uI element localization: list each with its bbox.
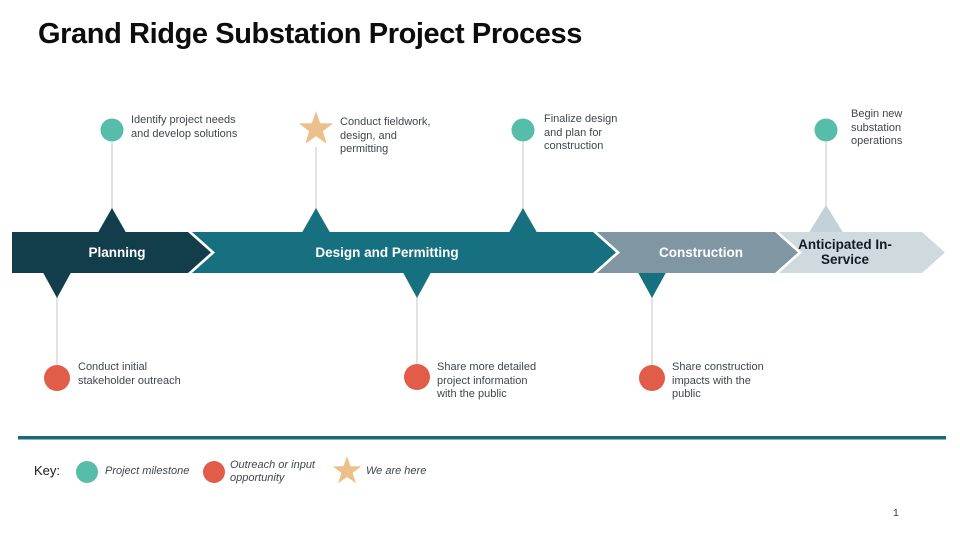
pointer-down-triangle-construction [638, 272, 666, 298]
pointer-up-triangle-planning [98, 208, 126, 233]
outreach-label-detailed-info: Share more detailed project information … [437, 361, 537, 400]
milestone-dot [814, 118, 838, 142]
milestone-label-begin-operations: Begin new substation operations [851, 108, 903, 147]
phase-label-in-service: Anticipated In-Service [798, 237, 892, 267]
outreach-label-initial-outreach: Conduct initial stakeholder outreach [78, 361, 181, 387]
connector-lines [56, 142, 827, 366]
outreach-label-construction-impacts: Share construction impacts with the publ… [672, 361, 764, 400]
we-are-here-star-icon [298, 111, 334, 144]
outreach-dot [639, 365, 665, 391]
key-outreach-dot [203, 461, 225, 483]
phase-label-planning: Planning [88, 245, 146, 260]
milestone-dot [100, 118, 124, 142]
phase-arrow-planning [12, 232, 211, 273]
phase-arrow-design-permitting [192, 232, 616, 273]
pointer-up-triangle-design [302, 208, 330, 233]
pointer-down-triangle-design [403, 272, 431, 298]
pointer-down-triangle-planning [43, 272, 71, 298]
key-label-we-are-here: We are here [366, 465, 427, 477]
outreach-dot [404, 364, 430, 390]
key-label-project-milestone: Project milestone [105, 465, 190, 477]
milestone-dot [511, 118, 535, 142]
phase-arrow-construction [597, 232, 798, 273]
divider-line [18, 436, 946, 440]
pointer-up-triangle-inservice [809, 205, 843, 233]
key-milestone-dot [76, 461, 98, 483]
milestone-label-finalize-design: Finalize design and plan for constructio… [544, 113, 618, 152]
phase-label-design-permitting: Design and Permitting [315, 245, 459, 260]
key-title: Key: [34, 463, 61, 478]
page-title: Grand Ridge Substation Project Process [38, 18, 582, 50]
milestone-label-identify-needs: Identify project needs and develop solut… [131, 114, 238, 140]
key-star-icon [332, 456, 362, 484]
key-label-outreach-opportunity: Outreach or input opportunity [230, 459, 315, 484]
pointer-up-triangle-design2 [509, 208, 537, 233]
page-number: 1 [893, 507, 899, 519]
milestone-label-fieldwork: Conduct fieldwork, design, and permittin… [340, 116, 431, 155]
phase-label-construction: Construction [659, 245, 743, 260]
outreach-dot [44, 365, 70, 391]
phase-arrow-in-service [779, 232, 945, 273]
